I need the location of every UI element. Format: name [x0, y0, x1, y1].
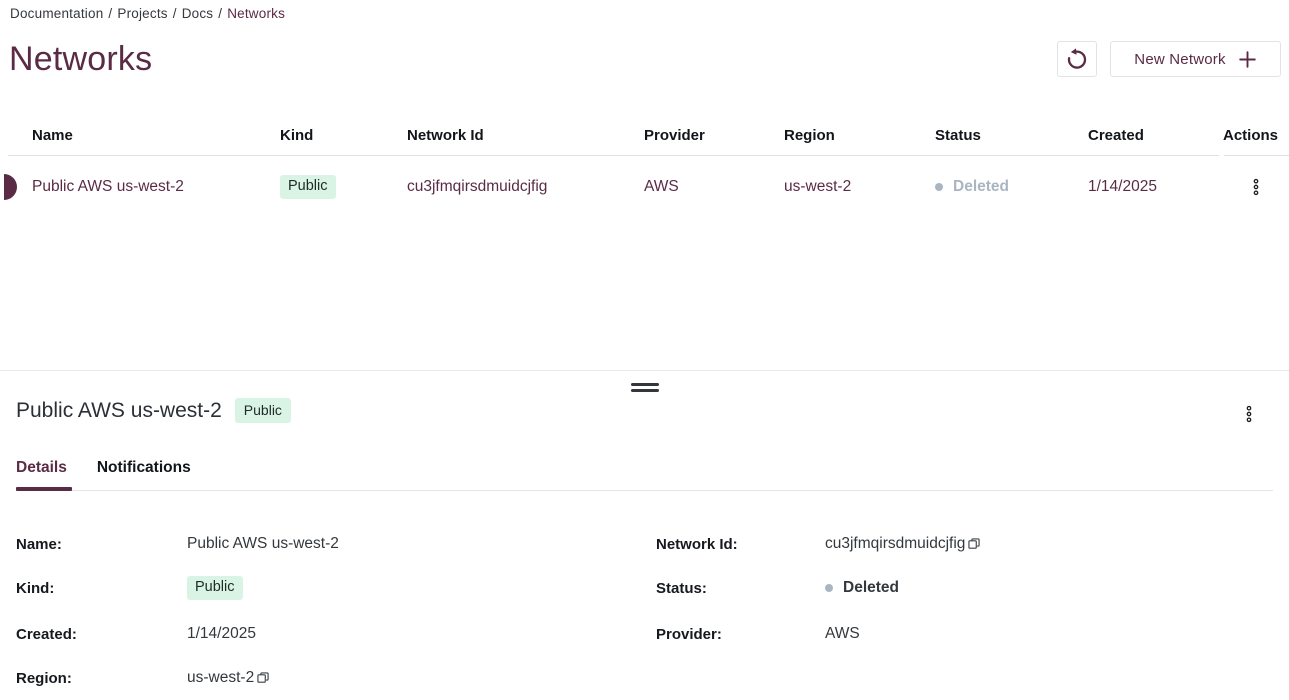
breadcrumb-docs[interactable]: Docs [181, 6, 214, 21]
active-tab-underline [16, 487, 72, 491]
header-divider [8, 155, 1219, 156]
drag-handle-bar [630, 389, 659, 392]
drag-handle-bar [630, 383, 659, 386]
detail-value: Public AWS us-west-2 [187, 535, 339, 552]
breadcrumb-separator: / [218, 6, 223, 21]
detail-label: Name: [16, 535, 62, 553]
column-header-name: Name [32, 126, 73, 144]
detail-label: Network Id: [656, 535, 738, 553]
breadcrumb-documentation[interactable]: Documentation [10, 6, 104, 21]
plus-icon [1238, 50, 1257, 69]
refresh-button[interactable] [1057, 41, 1097, 77]
detail-label: Kind: [16, 579, 55, 597]
table-header-row: Name Kind Network Id Provider Region Sta… [0, 115, 1289, 155]
drawer-kind-badge: Public [234, 398, 291, 424]
detail-row-kind: Kind: Public [16, 574, 243, 602]
column-header-network-id: Network Id [407, 126, 484, 144]
kind-badge: Public [280, 175, 336, 199]
cell-provider: AWS [644, 178, 679, 195]
detail-row-region: Region: us-west-2 [16, 664, 270, 692]
column-header-kind: Kind [280, 126, 314, 144]
detail-value: Deleted [825, 579, 899, 597]
kebab-icon [1248, 178, 1264, 196]
kebab-icon [1241, 405, 1257, 423]
page-title: Networks [9, 40, 153, 78]
detail-value: cu3jfmqirsdmuidcjfig [825, 535, 966, 552]
network-details-drawer: Public AWS us-west-2 Public Details Noti… [0, 370, 1289, 700]
status-dot-icon [825, 584, 833, 592]
selected-row-indicator [4, 174, 17, 200]
breadcrumb-separator: / [108, 6, 113, 21]
copy-icon [256, 671, 270, 685]
column-header-region: Region [784, 126, 835, 144]
tabs-divider [16, 490, 1273, 491]
column-header-created: Created [1088, 126, 1144, 144]
column-header-actions: Actions [1223, 126, 1279, 144]
detail-label: Status: [656, 579, 707, 597]
copy-icon [967, 537, 981, 551]
cell-created: 1/14/2025 [1088, 178, 1157, 195]
breadcrumb: Documentation / Projects / Docs / Networks [10, 6, 285, 21]
detail-label: Region: [16, 669, 72, 687]
detail-value: 1/14/2025 [187, 625, 256, 642]
row-actions-menu-button[interactable] [1244, 174, 1268, 200]
status-text: Deleted [953, 178, 1009, 195]
cell-network-id: cu3jfmqirsdmuidcjfig [407, 178, 548, 195]
breadcrumb-projects[interactable]: Projects [117, 6, 168, 21]
table-row[interactable]: Public AWS us-west-2 Public cu3jfmqirsdm… [0, 155, 1289, 219]
drawer-title: Public AWS us-west-2 [16, 398, 222, 422]
breadcrumb-separator: / [172, 6, 177, 21]
drawer-header: Public AWS us-west-2 Public [16, 398, 291, 424]
drawer-tabs: Details Notifications [16, 459, 191, 477]
kind-badge: Public [187, 576, 243, 600]
detail-value: us-west-2 [187, 669, 255, 686]
detail-label: Provider: [656, 625, 722, 643]
networks-table: Name Kind Network Id Provider Region Sta… [0, 115, 1289, 219]
cell-actions [1223, 174, 1289, 200]
copy-network-id-button[interactable] [967, 537, 981, 551]
copy-region-button[interactable] [256, 671, 270, 685]
header-divider-actions [1224, 155, 1289, 156]
new-network-label: New Network [1134, 50, 1226, 68]
detail-row-status: Status: Deleted [656, 574, 899, 602]
detail-row-network-id: Network Id: cu3jfmqirsdmuidcjfig [656, 530, 981, 558]
detail-row-created: Created: 1/14/2025 [16, 620, 256, 648]
tab-notifications[interactable]: Notifications [96, 459, 191, 476]
detail-label: Created: [16, 625, 77, 643]
status-dot-icon [935, 183, 943, 191]
status-text: Deleted [843, 579, 899, 596]
column-header-provider: Provider [644, 126, 705, 144]
detail-value: AWS [825, 625, 860, 642]
column-header-status: Status [935, 126, 981, 144]
new-network-button[interactable]: New Network [1110, 41, 1281, 77]
breadcrumb-current-networks: Networks [227, 6, 286, 21]
cell-status: Deleted [935, 178, 1088, 196]
cell-kind: Public [280, 175, 407, 199]
cell-name: Public AWS us-west-2 [32, 178, 184, 195]
drawer-drag-handle[interactable] [627, 381, 663, 394]
tab-details[interactable]: Details [16, 459, 67, 476]
detail-row-provider: Provider: AWS [656, 620, 860, 648]
drawer-actions-menu-button[interactable] [1237, 401, 1261, 427]
cell-region: us-west-2 [784, 178, 852, 195]
rotate-ccw-icon [1065, 47, 1089, 71]
detail-row-name: Name: Public AWS us-west-2 [16, 530, 339, 558]
detail-value: Public [187, 576, 243, 600]
